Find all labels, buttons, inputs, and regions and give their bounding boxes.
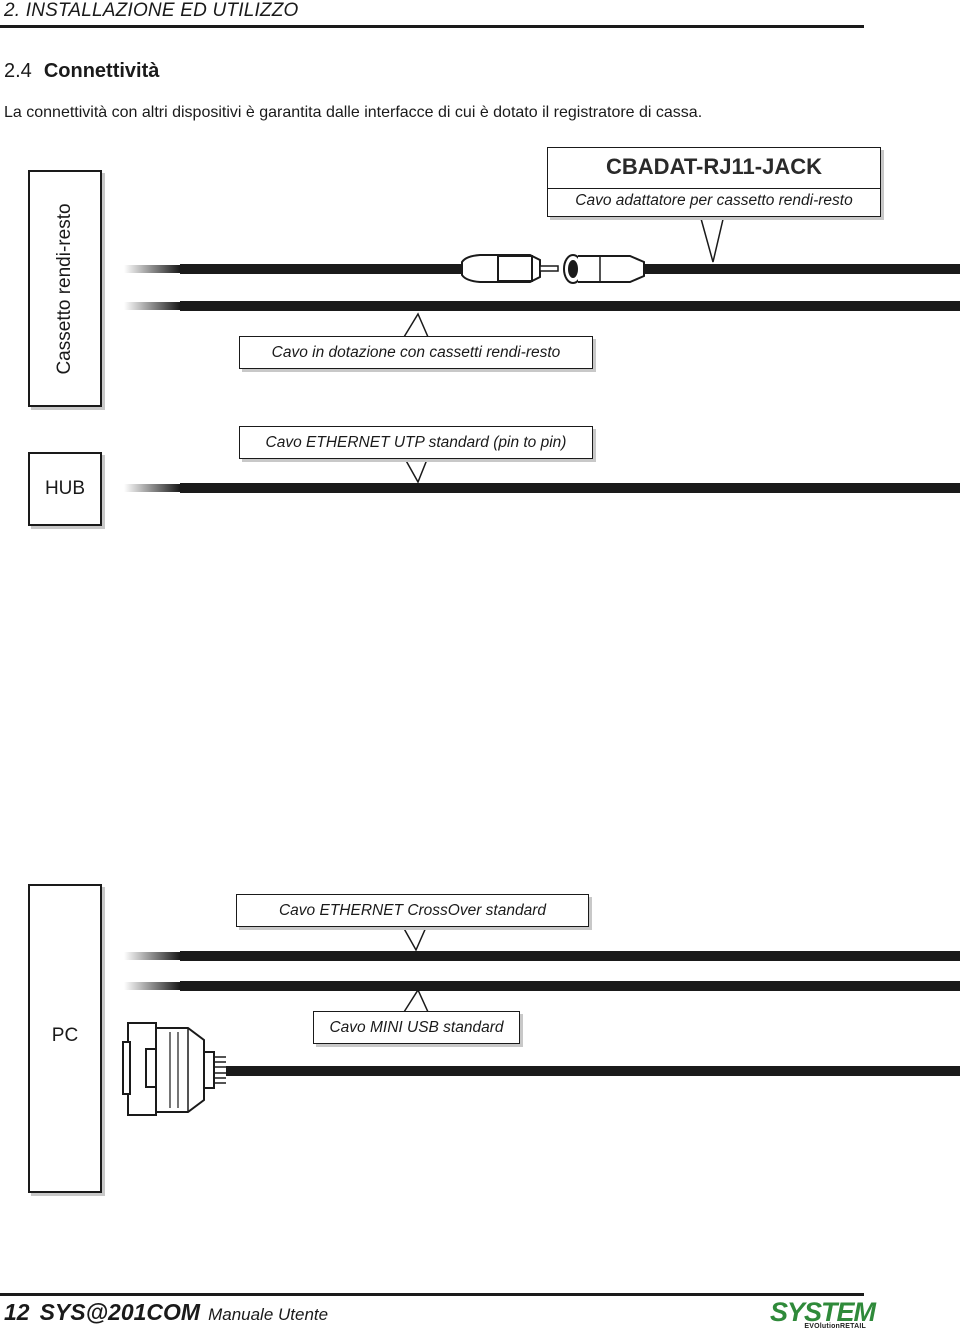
pointer-cassetti — [402, 312, 430, 338]
pc-label: PC — [51, 1025, 79, 1046]
pc-device-box: PC — [28, 884, 102, 1193]
subsection-title: Connettività — [43, 60, 160, 82]
product-name: SYS@201COM — [39, 1299, 201, 1325]
cbadat-title: CBADAT-RJ11-JACK — [606, 154, 822, 179]
pc-crossover-cable — [124, 951, 960, 961]
page-number: 12 — [4, 1299, 30, 1325]
pointer-usb — [402, 988, 430, 1013]
subsection-heading: 2.4 Connettività — [4, 60, 159, 83]
pointer-utp — [402, 456, 430, 484]
serial-db9-connector-icon — [122, 1022, 226, 1116]
cbadat-callout: CBADAT-RJ11-JACK Cavo adattatore per cas… — [547, 147, 881, 217]
cassetto-device-box: Cassetto rendi-resto — [28, 170, 102, 407]
pc-serial-cable — [226, 1066, 960, 1076]
intro-paragraph: La connettività con altri dispositivi è … — [4, 104, 703, 121]
manual-title: Manuale Utente — [208, 1305, 329, 1324]
usb-cable-callout: Cavo MINI USB standard — [313, 1011, 520, 1044]
brand-tagline: EVOlutionRETAIL — [804, 1323, 866, 1330]
hub-cable — [124, 483, 960, 493]
subsection-number: 2.4 — [4, 60, 32, 82]
cassetti-cable-callout: Cavo in dotazione con cassetti rendi-res… — [239, 336, 593, 369]
brand-name: SYSTEM — [770, 1297, 876, 1327]
rca-plug-icon — [461, 254, 559, 283]
pc-usb-cable — [124, 981, 960, 991]
utp-cable-callout: Cavo ETHERNET UTP standard (pin to pin) — [239, 426, 593, 459]
page-footer: 12 SYS@201COM Manuale Utente — [4, 1299, 328, 1326]
brand-logo: SYSTEM EVOlutionRETAIL — [770, 1297, 876, 1333]
hub-label: HUB — [44, 478, 86, 499]
section-header: 2. INSTALLAZIONE ED UTILIZZO — [4, 0, 299, 21]
hub-device-box: HUB — [28, 452, 102, 526]
pointer-crossover — [400, 924, 429, 952]
footer-rule — [0, 1293, 864, 1296]
cassetto-cable-upper — [124, 264, 960, 274]
cassetto-cable-lower — [124, 301, 960, 311]
header-rule — [0, 25, 864, 28]
jack-connector-icon — [563, 254, 645, 284]
crossover-cable-callout: Cavo ETHERNET CrossOver standard — [236, 894, 589, 927]
cassetto-label: Cassetto rendi-resto — [54, 203, 75, 375]
cbadat-description: Cavo adattatore per cassetto rendi-resto — [548, 188, 880, 210]
pointer-cbadat — [699, 214, 725, 263]
